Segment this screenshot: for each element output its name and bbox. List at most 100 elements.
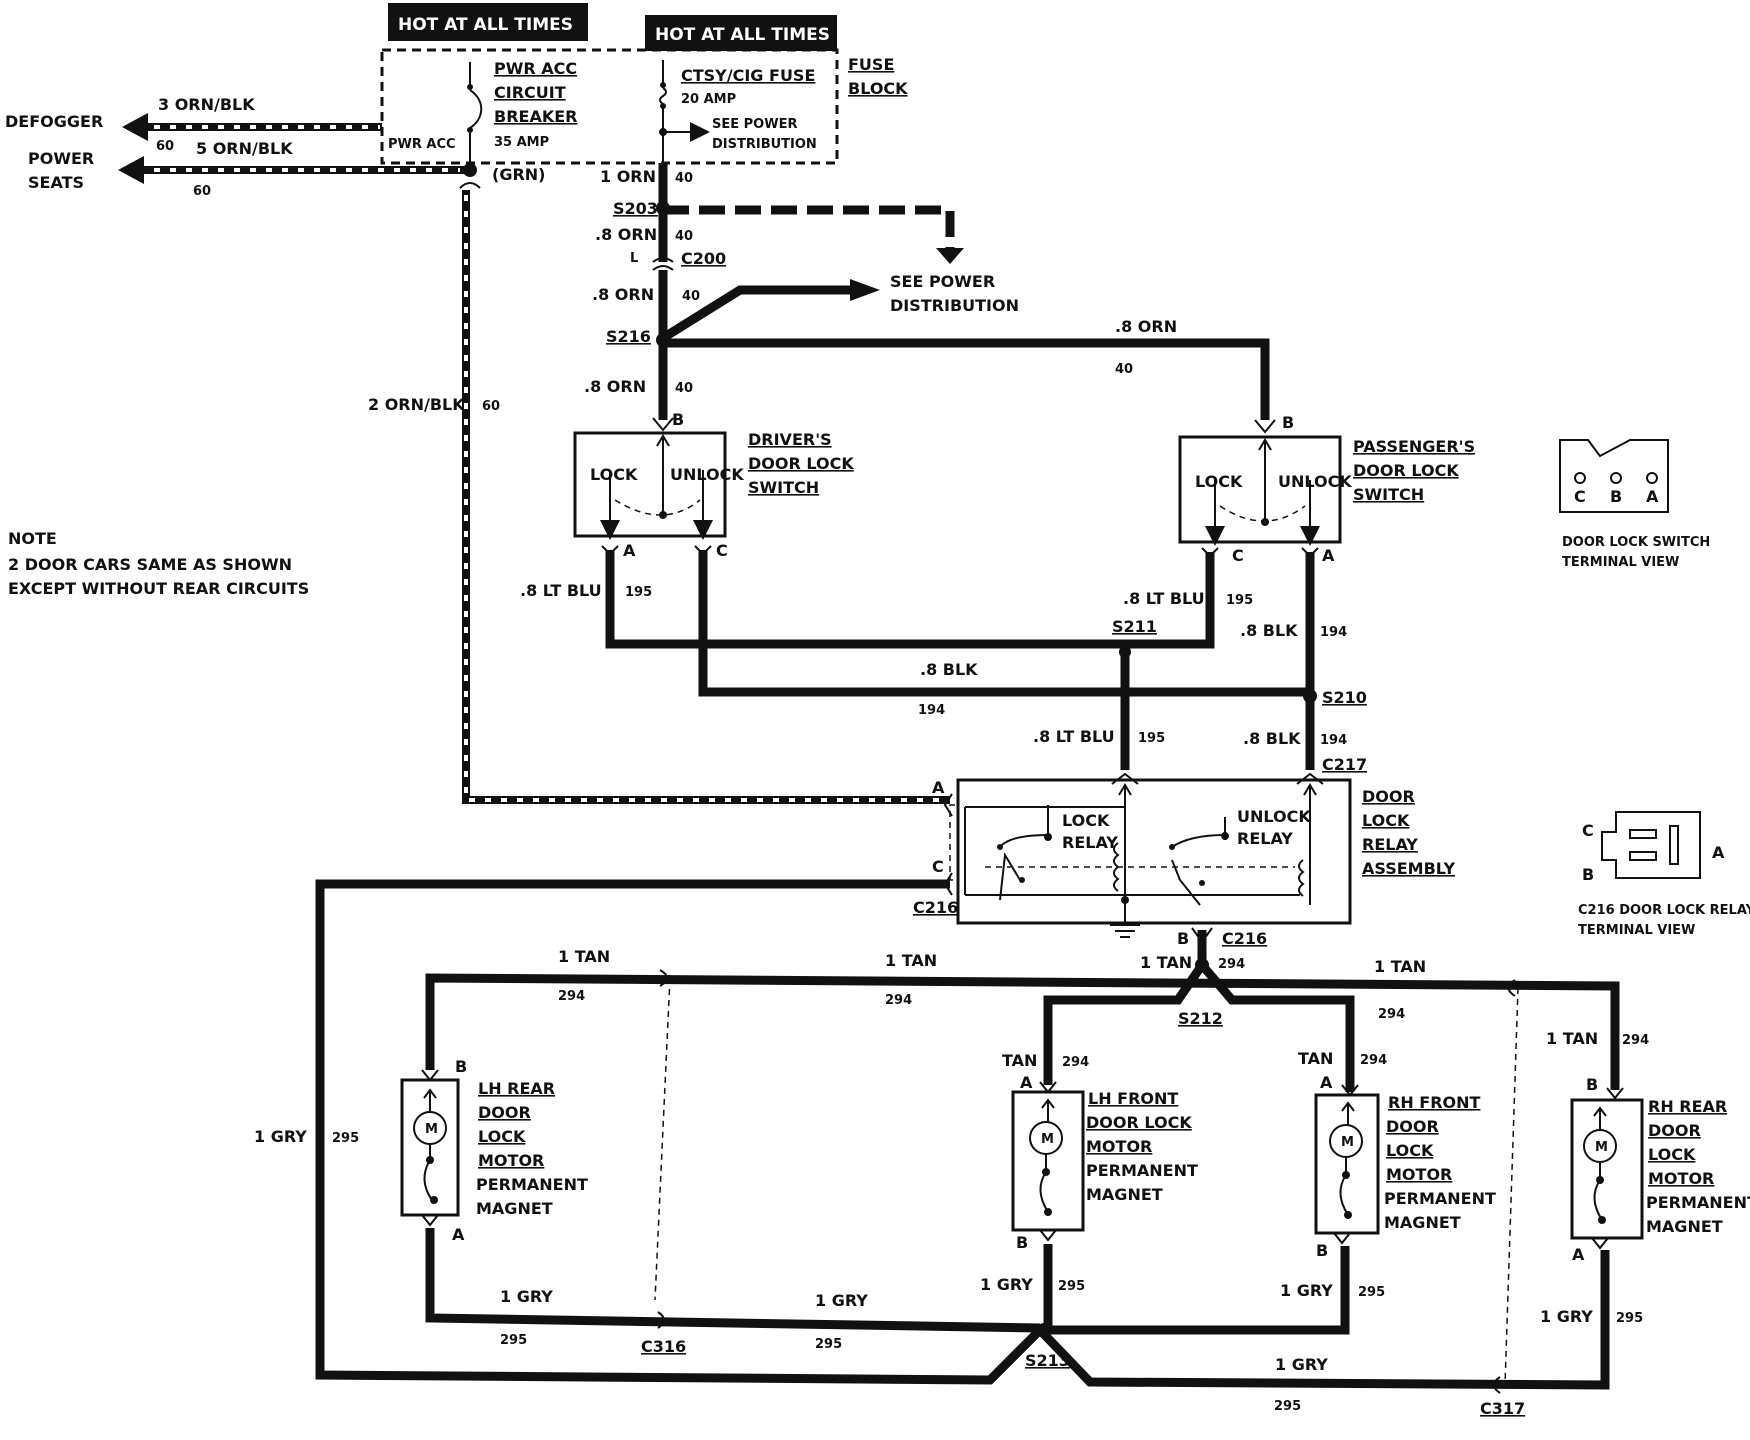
drivers-title-3: SWITCH <box>748 478 819 497</box>
s203-splice <box>656 201 670 215</box>
relay-title-1: DOOR <box>1362 787 1415 806</box>
relay-terminal-view <box>1601 811 1701 879</box>
feed-wire-1: 1 ORN <box>600 167 656 186</box>
drivers-pin-b: B <box>672 410 684 429</box>
lh-rear-title-4: MOTOR <box>478 1151 544 1170</box>
rh-front-title-1: RH FRONT <box>1388 1093 1481 1112</box>
defogger-wire-label: 3 ORN/BLK <box>158 95 255 114</box>
s210-splice <box>1303 689 1317 703</box>
rh-rear-m: M <box>1595 1140 1608 1155</box>
feed-wire-4: .8 ORN <box>1115 317 1177 336</box>
svg-text:HOT AT ALL TIMES: HOT AT ALL TIMES <box>398 15 573 35</box>
note-line-1: 2 DOOR CARS SAME AS SHOWN <box>8 555 292 574</box>
hot-at-all-times-right: HOT AT ALL TIMES <box>645 15 837 51</box>
drivers-lock-label: LOCK <box>590 465 638 484</box>
gry-left-circuit: 295 <box>500 1333 527 1348</box>
lh-rear-sub-1: PERMANENT <box>476 1175 588 1194</box>
rh-front-m: M <box>1341 1135 1354 1150</box>
terminal-caption-2: TERMINAL VIEW <box>1562 555 1679 570</box>
power-seats-wire <box>118 156 470 184</box>
rh-rear-title-2: DOOR <box>1648 1121 1701 1140</box>
drivers-title-2: DOOR LOCK <box>748 454 854 473</box>
passengers-pin-a: A <box>1322 546 1335 565</box>
tan-left-circuit: 294 <box>558 989 585 1004</box>
lh-rear-sub-2: MAGNET <box>476 1199 553 1218</box>
drivers-pin-a: A <box>623 541 636 560</box>
tan-rr-wire: 1 TAN <box>1546 1029 1598 1048</box>
breaker-rating: 35 AMP <box>494 135 549 150</box>
gry-mid-wire: 1 GRY <box>815 1291 868 1310</box>
terminal-caption-1: DOOR LOCK SWITCH <box>1562 535 1710 550</box>
relay-pin-c: C <box>932 857 944 876</box>
door-lock-relay-assembly <box>943 772 1352 938</box>
passengers-pin-c: C <box>1232 546 1244 565</box>
door-lock-switch-terminal-view <box>1559 439 1669 513</box>
grn-label: (GRN) <box>492 165 545 184</box>
rh-front-title-3: LOCK <box>1386 1141 1434 1160</box>
blk-mid-label: .8 BLK <box>920 660 978 679</box>
fuse-block-label-2: BLOCK <box>848 79 908 98</box>
feed-circuit: 60 <box>482 399 500 414</box>
tan-bus-wires <box>425 927 1620 1386</box>
lh-rear-top-pin: B <box>455 1057 467 1076</box>
gry-bottom-wire: 1 GRY <box>1275 1355 1328 1374</box>
breaker-tag: PWR ACC <box>388 137 456 152</box>
gry-rf-wire: 1 GRY <box>1280 1281 1333 1300</box>
relay-c216-left: C216 <box>913 898 958 917</box>
c200-label: C200 <box>681 249 726 268</box>
s210-label: S210 <box>1322 688 1367 707</box>
s212-label: S212 <box>1178 1009 1223 1028</box>
lock-relay-2: RELAY <box>1062 833 1118 852</box>
lh-front-title-1: LH FRONT <box>1088 1089 1178 1108</box>
lt-blu-2-circuit: 195 <box>1226 593 1253 608</box>
tan-rf-circuit: 294 <box>1360 1053 1387 1068</box>
tan-center-circuit: 294 <box>1218 957 1245 972</box>
rh-rear-sub-2: MAGNET <box>1646 1217 1723 1236</box>
drivers-pin-c: C <box>716 541 728 560</box>
rh-rear-title-3: LOCK <box>1648 1145 1696 1164</box>
passengers-lock-label: LOCK <box>1195 472 1243 491</box>
c200-connector <box>652 257 674 271</box>
blk-1-circuit: 194 <box>1320 625 1347 640</box>
passengers-pin-b: B <box>1282 413 1294 432</box>
rh-front-motor <box>1314 1084 1380 1245</box>
feed-wire-label: 2 ORN/BLK <box>368 395 465 414</box>
power-seats-label-2: SEATS <box>28 173 84 192</box>
drivers-door-lock-switch <box>573 417 727 540</box>
lh-front-sub-2: MAGNET <box>1086 1185 1163 1204</box>
hot-at-all-times-left: HOT AT ALL TIMES <box>388 3 588 41</box>
lock-relay-1: LOCK <box>1062 811 1110 830</box>
tan-right-circuit: 294 <box>1378 1007 1405 1022</box>
defogger-circuit: 60 <box>156 139 174 154</box>
lh-front-title-2: DOOR LOCK <box>1086 1113 1192 1132</box>
lh-front-m: M <box>1041 1132 1054 1147</box>
relay-title-4: ASSEMBLY <box>1362 859 1455 878</box>
see-power-dist-1: SEE POWER <box>890 272 995 291</box>
relay-pin-b: B <box>1177 929 1189 948</box>
fuse-see-power-2: DISTRIBUTION <box>712 137 817 152</box>
lh-rear-title-1: LH REAR <box>478 1079 555 1098</box>
relay-term-b: B <box>1582 865 1594 884</box>
gry-outer-circuit: 295 <box>332 1131 359 1146</box>
lh-front-motor <box>1011 1081 1085 1242</box>
lt-blu-1-circuit: 195 <box>625 585 652 600</box>
tan-left-wire: 1 TAN <box>558 947 610 966</box>
fuse-see-power-1: SEE POWER <box>712 117 797 132</box>
tan-mid-wire: 1 TAN <box>885 951 937 970</box>
defogger-label: DEFOGGER <box>5 112 103 131</box>
rh-rear-motor <box>1570 1087 1644 1250</box>
s211-splice <box>1119 646 1131 658</box>
fuse-symbol <box>659 60 710 165</box>
passengers-title-3: SWITCH <box>1353 485 1424 504</box>
fuse-rating: 20 AMP <box>681 92 736 107</box>
defogger-wire <box>122 113 382 141</box>
blk-1-label: .8 BLK <box>1240 621 1298 640</box>
rh-rear-sub-1: PERMANENT <box>1646 1193 1750 1212</box>
breaker-name-1: PWR ACC <box>494 59 577 78</box>
drivers-unlock-label: UNLOCK <box>670 465 744 484</box>
terminal-pin-a: A <box>1646 487 1659 506</box>
lh-rear-title-2: DOOR <box>478 1103 531 1122</box>
passengers-title-1: PASSENGER'S <box>1353 437 1475 456</box>
relay-term-c: C <box>1582 821 1594 840</box>
